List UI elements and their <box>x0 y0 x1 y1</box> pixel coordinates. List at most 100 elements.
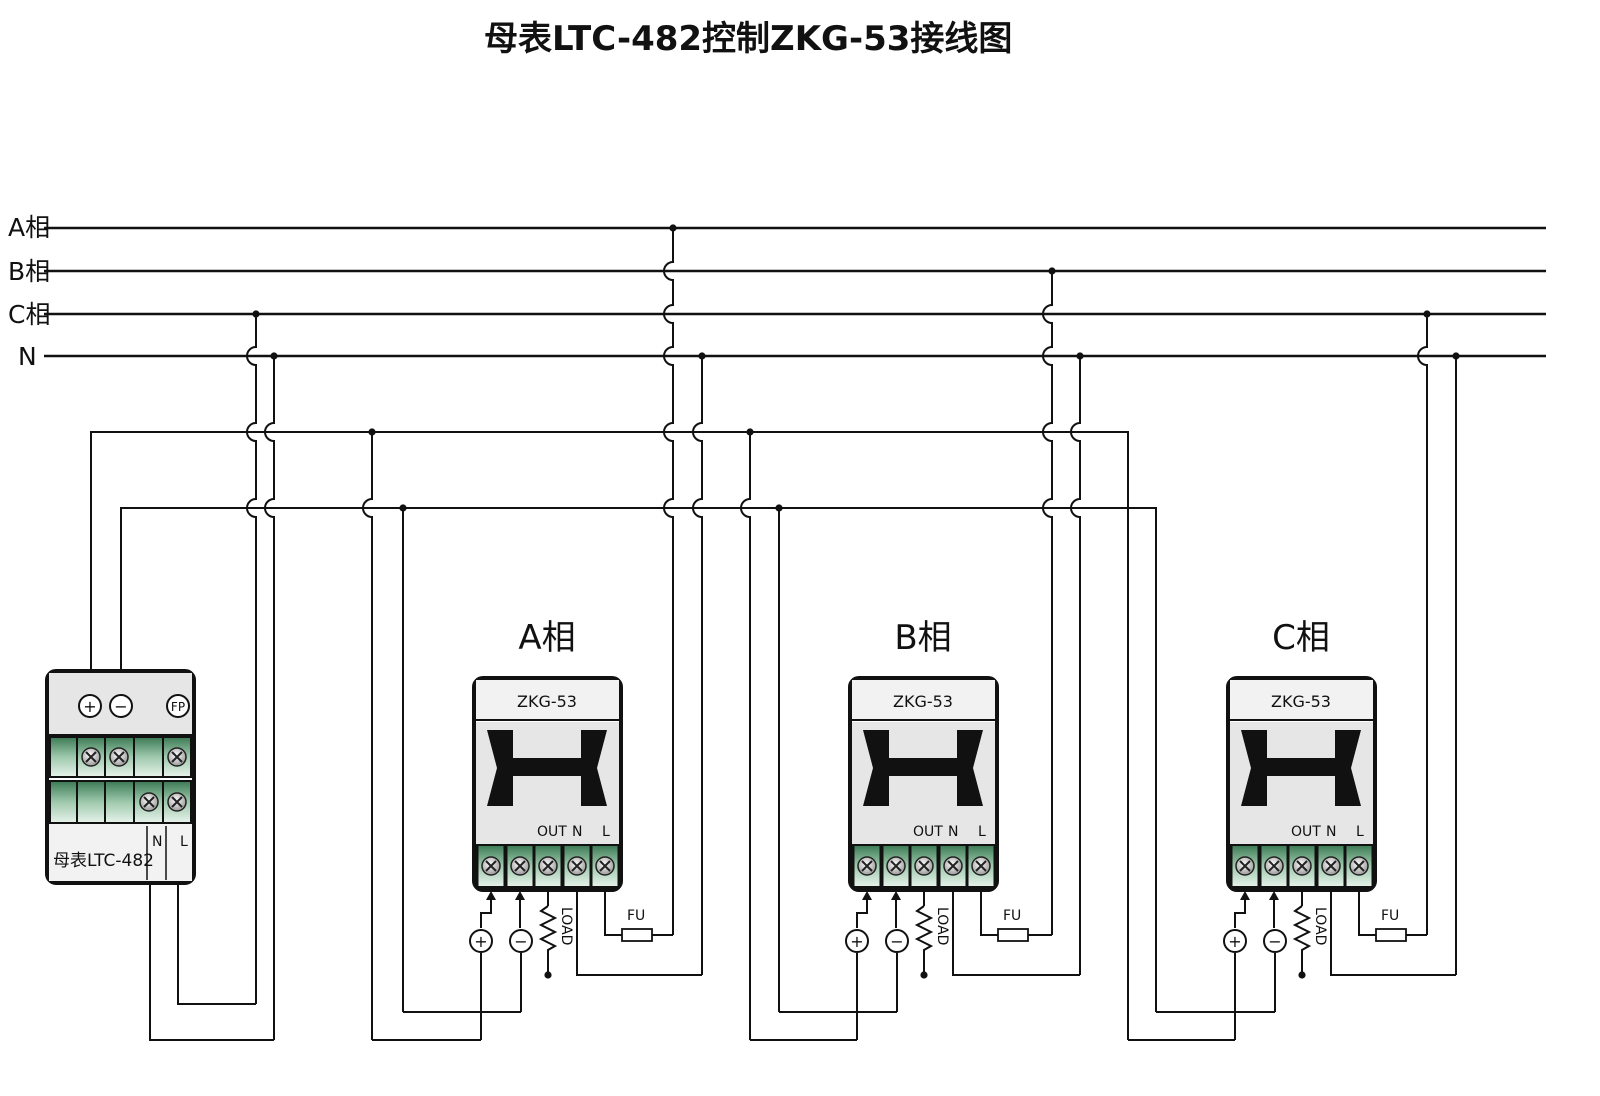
load-resistor-icon <box>914 905 934 975</box>
arrow-up-icon <box>486 891 496 900</box>
screw-icon <box>857 856 877 876</box>
plus-input-circle <box>845 929 869 953</box>
controller-model-strip <box>852 680 995 720</box>
master-meter-ltc482: + − FP N L 母表LTC-482 <box>45 669 196 885</box>
fuse-label: FU <box>1003 908 1021 924</box>
breaker-emblem-icon <box>1241 730 1361 806</box>
screw-icon <box>971 856 991 876</box>
breaker-emblem-icon <box>487 730 607 806</box>
screw-icon <box>81 747 101 767</box>
neutral-return-c <box>1330 888 1456 976</box>
controller-n-label: N <box>1326 824 1336 840</box>
screw-icon <box>1235 856 1255 876</box>
bus-label-n: N <box>18 342 37 371</box>
master-n-terminal-label: N <box>152 834 162 850</box>
master-plus-terminal-label: + <box>83 697 96 716</box>
junction-dot <box>544 971 552 979</box>
phase-feed-b <box>1042 271 1053 935</box>
arrow-up-icon <box>515 891 525 900</box>
junction-dot <box>1298 971 1306 979</box>
master-fp-terminal-circle <box>166 694 190 718</box>
screw-icon <box>538 856 558 876</box>
controller-phase-heading: A相 <box>518 618 575 658</box>
plus-input-label: + <box>474 932 487 951</box>
minus-input-circle <box>885 929 909 953</box>
screw-icon <box>943 856 963 876</box>
breaker-emblem-icon <box>863 730 983 806</box>
neutral-feed-a <box>692 356 703 975</box>
controller-l-label: L <box>602 824 610 840</box>
junction-dot <box>775 504 783 512</box>
ctrl-plus-in-a <box>480 895 492 928</box>
junction-dot <box>920 971 928 979</box>
master-feed-neutral <box>264 356 275 1040</box>
controller-out-label: OUT <box>913 824 943 840</box>
minus-input-label: − <box>890 932 903 951</box>
phase-feed-a <box>663 228 674 935</box>
junction-dot <box>368 428 376 436</box>
screw-icon <box>914 856 934 876</box>
fuse-label: FU <box>627 908 645 924</box>
screw-icon <box>1349 856 1369 876</box>
arrow-up-icon <box>1269 891 1279 900</box>
master-l-terminal-label: L <box>180 834 188 850</box>
neutral-return-b <box>952 888 1080 976</box>
load-label: LOAD <box>1312 907 1328 945</box>
plus-input-circle <box>469 929 493 953</box>
ctrl-plus-in-b <box>856 895 868 928</box>
fuse-label: FU <box>1381 908 1399 924</box>
controller-n-label: N <box>948 824 958 840</box>
plus-input-circle <box>1223 929 1247 953</box>
screw-icon <box>1292 856 1312 876</box>
controller-phase-heading: C相 <box>1272 618 1330 658</box>
load-resistor-icon <box>1292 905 1312 975</box>
screw-icon <box>567 856 587 876</box>
screw-icon <box>886 856 906 876</box>
load-label: LOAD <box>934 907 950 945</box>
screw-icon <box>139 792 159 812</box>
junction-dot <box>399 504 407 512</box>
plus-input-label: + <box>1228 932 1241 951</box>
control-bus-minus <box>120 507 1157 1012</box>
bus-label-a: A相 <box>8 213 50 242</box>
screw-icon <box>595 856 615 876</box>
fuse-icon <box>621 928 653 942</box>
junction-dot <box>1076 352 1084 360</box>
minus-input-label: − <box>1268 932 1281 951</box>
junction-dot <box>252 310 260 318</box>
master-meter-label: 母表LTC-482 <box>53 851 154 871</box>
controller-out-label: OUT <box>1291 824 1321 840</box>
screw-icon <box>109 747 129 767</box>
master-minus-terminal-circle <box>109 694 133 718</box>
minus-input-circle <box>509 929 533 953</box>
junction-dot <box>698 352 706 360</box>
junction-dot <box>1048 267 1056 275</box>
ctrl-plus-in-c <box>1234 895 1246 928</box>
controller-phase-heading: B相 <box>894 618 951 658</box>
controller-out-label: OUT <box>537 824 567 840</box>
bus-label-b: B相 <box>8 257 50 286</box>
neutral-return-a <box>576 888 702 976</box>
controller-l-label: L <box>978 824 986 840</box>
junction-dot <box>669 224 677 232</box>
master-feed-n <box>149 883 274 1041</box>
junction-dot <box>1423 310 1431 318</box>
fuse-icon <box>1375 928 1407 942</box>
master-plus-terminal-circle <box>78 694 102 718</box>
controller-model-strip <box>1230 680 1373 720</box>
master-meter-label-panel <box>49 824 192 881</box>
plus-input-label: + <box>850 932 863 951</box>
load-resistor-icon <box>538 905 558 975</box>
controller-l-label: L <box>1356 824 1364 840</box>
bus-label-c: C相 <box>8 300 50 329</box>
master-minus-terminal-label: − <box>114 697 127 716</box>
ctrl-bus-plus-tap-a <box>362 432 373 1040</box>
diagram-title: 母表LTC-482控制ZKG-53接线图 <box>484 19 1012 59</box>
screw-icon <box>167 792 187 812</box>
junction-dot <box>270 352 278 360</box>
master-feed-l <box>177 883 256 1005</box>
load-label: LOAD <box>558 907 574 945</box>
